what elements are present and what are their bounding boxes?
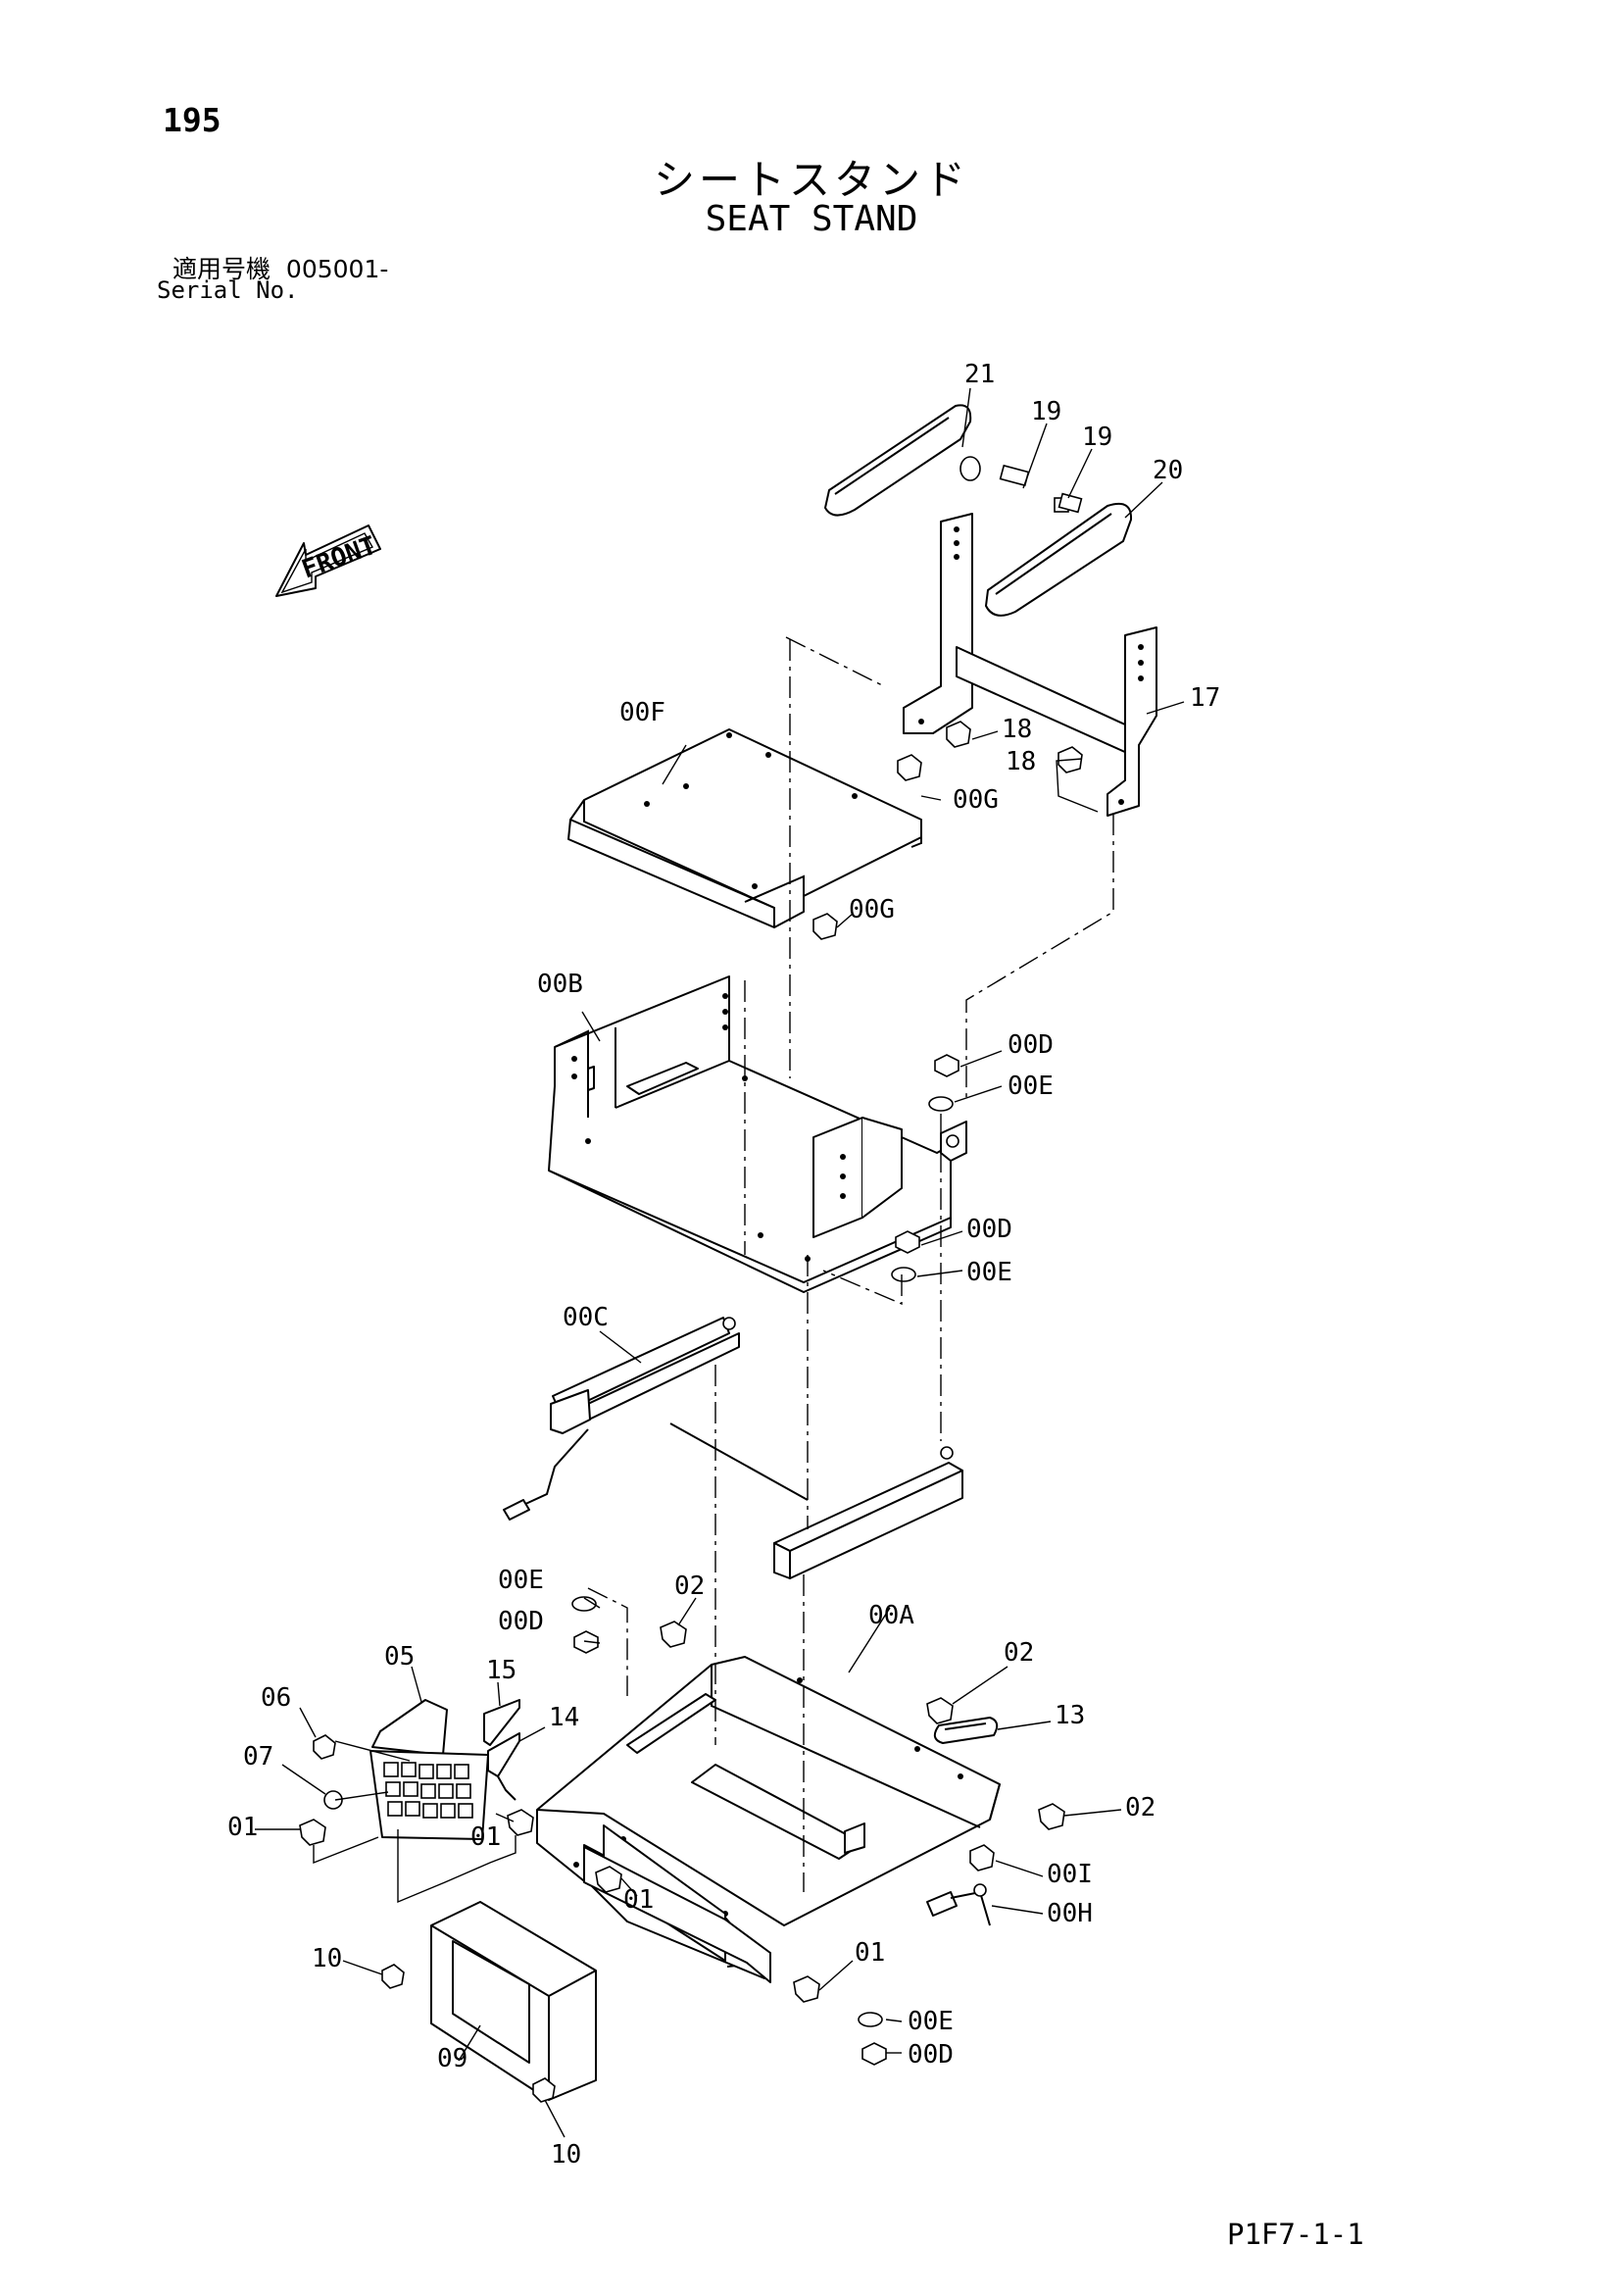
serial-label-jp-text: 適用号機 [172, 255, 271, 283]
part-00I-clip [969, 1844, 995, 1872]
serial-label: Serial No. [157, 276, 299, 304]
page-number: 195 [163, 101, 221, 139]
callout-09: 09 [437, 2044, 467, 2073]
alignment-lines [587, 636, 1114, 1892]
callout-02: 02 [1125, 1793, 1156, 1822]
part-00C-slide-rail-right [773, 1446, 963, 1579]
part-15-bracket [483, 1699, 520, 1746]
callout-01: 01 [855, 1938, 885, 1968]
part-01-bolt [299, 1809, 820, 2003]
callout-00I: 00I [1047, 1860, 1093, 1889]
callout-00E: 00E [908, 2007, 954, 2036]
serial-label-japanese: 適用号機 005001- [172, 250, 388, 285]
callout-02: 02 [674, 1572, 705, 1601]
callout-00G: 00G [849, 895, 895, 924]
part-00B-seat-base [548, 975, 952, 1293]
callout-02: 02 [1004, 1638, 1034, 1668]
callout-10: 10 [312, 1944, 342, 1973]
callout-00D: 00D [1008, 1030, 1054, 1060]
part-17-armrest-bracket [903, 513, 1157, 817]
callout-17: 17 [1190, 683, 1220, 713]
part-20-armrest-right [985, 502, 1133, 617]
part-00F-cover-plate [567, 728, 922, 928]
callout-19: 19 [1082, 423, 1112, 452]
part-00E-washer [571, 1096, 954, 2027]
page-title: SEAT STAND [705, 199, 918, 239]
part-09-air-guide [430, 1901, 597, 2101]
callout-00E: 00E [498, 1566, 544, 1595]
callout-18: 18 [1006, 747, 1036, 776]
part-21-armrest-left [824, 404, 981, 517]
callout-01: 01 [470, 1822, 501, 1852]
callout-07: 07 [243, 1742, 273, 1772]
callout-00D: 00D [498, 1607, 544, 1636]
callout-19: 19 [1031, 397, 1061, 426]
part-00H-switch [926, 1883, 991, 1926]
part-19-bolt [999, 464, 1083, 514]
part-grille [369, 1750, 489, 1840]
callout-00H: 00H [1047, 1899, 1093, 1928]
callout-15: 15 [486, 1656, 516, 1685]
callout-00E: 00E [966, 1258, 1012, 1287]
front-direction-arrow: FRONT [275, 524, 381, 597]
callout-00B: 00B [537, 970, 583, 999]
part-06-bolt [313, 1734, 336, 1760]
callout-13: 13 [1055, 1701, 1085, 1730]
callout-00D: 00D [908, 2040, 954, 2070]
part-05-duct [371, 1699, 448, 1756]
page-title-japanese: シートスタンド [653, 156, 969, 204]
part-10-bolt [381, 1964, 556, 2103]
leader-lines [255, 387, 1185, 2138]
callout-00G: 00G [953, 785, 999, 815]
part-13-plug [933, 1717, 999, 1744]
slide-rail-link-rod [669, 1423, 809, 1501]
callout-00C: 00C [563, 1303, 609, 1332]
document-code: P1F7-1-1 [1227, 2218, 1364, 2251]
callout-01: 01 [227, 1813, 258, 1842]
part-00D-nut [573, 1054, 959, 2066]
callout-20: 20 [1153, 456, 1183, 485]
callout-00A: 00A [868, 1601, 914, 1630]
callout-labels: 21 19 19 20 17 18 18 00F 00G 00G 00B 00D… [227, 360, 1220, 2170]
callout-14: 14 [549, 1703, 579, 1732]
callout-00D: 00D [966, 1215, 1012, 1244]
part-00C-slide-rail-left [503, 1317, 740, 1521]
callout-01: 01 [623, 1885, 654, 1915]
part-bracket-right [940, 1121, 967, 1162]
part-00G-bolt [812, 754, 922, 940]
callout-18: 18 [1002, 715, 1032, 744]
callout-05: 05 [384, 1642, 415, 1672]
callout-10: 10 [551, 2140, 581, 2170]
callout-21: 21 [964, 360, 995, 389]
part-14-bracket [487, 1732, 520, 1801]
serial-value: 005001- [285, 255, 389, 283]
part-02-bolt [660, 1621, 1065, 1830]
callout-00F: 00F [619, 698, 665, 727]
part-07-screw [323, 1790, 343, 1810]
callout-06: 06 [261, 1683, 291, 1713]
callout-00E: 00E [1008, 1072, 1054, 1101]
part-00A-front-panel [583, 1846, 771, 1983]
